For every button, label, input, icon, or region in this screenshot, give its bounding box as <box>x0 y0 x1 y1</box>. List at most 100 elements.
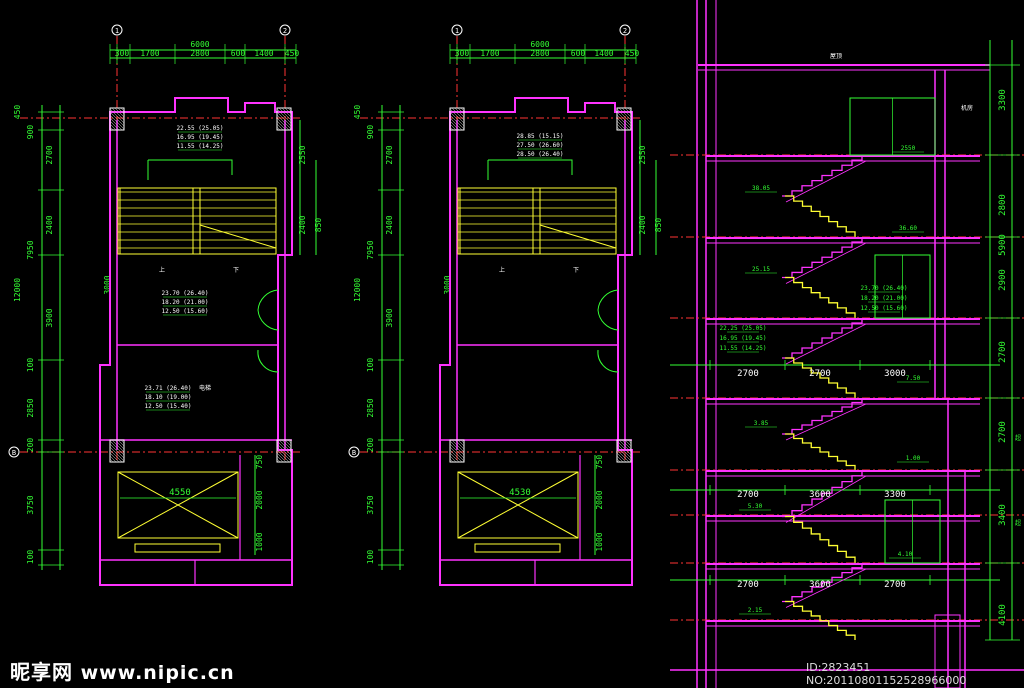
plan-a-left-dim-2: 2700 <box>45 145 54 164</box>
plan-b-column-tl-hatch <box>449 120 460 131</box>
plan-a-left-dim-8: 100 <box>26 358 35 373</box>
section-stair-up-4 <box>782 470 863 518</box>
plan-b-stair-break <box>539 224 617 249</box>
plan-b-column-tl-hatch <box>449 126 454 131</box>
plan-b-axis-bubble-b-label: B <box>352 449 356 457</box>
plan-b-column-bl-hatch <box>449 452 460 463</box>
section-right-dim-5: 2700 <box>998 421 1008 443</box>
plan-a-arrow-up: 上 <box>159 266 165 274</box>
section-level-label-11: 12.50 (15.60) <box>861 305 908 312</box>
plan-b-column-tr-hatch <box>618 107 632 121</box>
plan-a-right-dim-3: 750 <box>255 455 264 470</box>
plan-b-top-dim-5: 1400 <box>594 49 613 58</box>
section-level-label-8: 1.00 <box>906 455 921 462</box>
plan-a-right-dim-5: 1000 <box>255 532 264 551</box>
section-level-label-10: 18.20 (21.00) <box>861 295 908 302</box>
plan-b-level-text-2: 28.50 (26.40) <box>517 151 564 158</box>
watermark-brand: 昵享网 <box>10 660 73 684</box>
plan-a-top-dim-0: 6000 <box>190 40 209 49</box>
plan-a-left-dim-1: 900 <box>26 125 35 140</box>
plan-b-column-br-hatch <box>627 439 632 444</box>
plan-b-top-dim-2: 1700 <box>480 49 499 58</box>
plan-a-column-tl-hatch <box>109 111 125 127</box>
plan-b-outer-wall <box>439 97 633 586</box>
plan-b-level-text-0: 28.85 (15.15) <box>517 133 564 140</box>
plan-b-column-br <box>616 439 632 463</box>
plan-b-axis-bubble-1-label: 1 <box>455 27 459 35</box>
plan-a-outer-wall <box>99 97 293 586</box>
section-level-label-0: 2550 <box>901 145 916 152</box>
plan-a-column-bl-hatch <box>114 439 125 450</box>
plan-b-left-dim-1: 900 <box>366 125 375 140</box>
plan-a-right-dim-1: 2400 <box>298 215 307 234</box>
section-stair-up-0-stringer <box>785 160 867 203</box>
plan-b-column-tl-hatch <box>449 108 465 124</box>
plan-a-column-br-hatch <box>276 458 281 463</box>
plan-b-column-br-hatch <box>616 449 630 463</box>
plan-b-column-bl-hatch <box>460 439 465 444</box>
section-level-label-2: 36.60 <box>899 225 917 232</box>
plan-b-right-dim-2: 850 <box>654 218 663 233</box>
plan-a-column-br-hatch <box>284 439 292 447</box>
section-level-label-4: 22.25 (25.05) <box>720 325 767 332</box>
plan-b-left-dim-10: 200 <box>366 438 375 453</box>
plan-a-column-tl-hatch <box>109 126 114 131</box>
section-stair-up-0 <box>782 155 863 197</box>
plan-b-column-br-hatch <box>624 439 632 447</box>
plan-b-left-dim-11: 3750 <box>366 495 375 514</box>
plan-b-column-tr-hatch <box>627 107 632 112</box>
plan-b-top-dim-3: 2800 <box>530 49 549 58</box>
plan-a-column-bl <box>109 439 125 463</box>
plan-a-left-dim-0: 450 <box>13 105 22 120</box>
plan-b-column-tl <box>449 107 465 131</box>
plan-b-column-tl-hatch <box>460 107 465 112</box>
section-right-dim-2: 5900 <box>998 234 1008 256</box>
plan-a-stair-flight <box>117 187 277 255</box>
plan-a-top-dim-4: 600 <box>231 49 246 58</box>
plan-b-elevator-dim: 4530 <box>509 488 531 498</box>
section-right-dim-4: 2700 <box>998 341 1008 363</box>
plan-b-column-tr-hatch <box>616 126 621 131</box>
plan-a-left-dim-5: 12000 <box>13 278 22 302</box>
plan-b-left-dim-4: 7950 <box>366 240 375 259</box>
plan-a-column-br-hatch <box>276 449 290 463</box>
plan-b-column-br-hatch <box>616 443 632 459</box>
plan-a-column-br-hatch <box>276 455 284 463</box>
plan-b-right-dim-0: 2550 <box>638 145 647 164</box>
plan-b-elevator-shaft <box>457 471 579 539</box>
plan-a-left-dim-3: 2400 <box>45 215 54 234</box>
plan-b-column-bl-hatch <box>449 455 457 463</box>
plan-b-column-tl-hatch <box>449 111 465 127</box>
plan-a-axis-bubble-b-label: B <box>12 449 16 457</box>
section-stair-up-1 <box>782 237 863 279</box>
plan-a-column-bl-hatch <box>109 446 125 462</box>
section-stair-up-2-stringer <box>785 323 867 365</box>
plan-a-walk-line <box>147 159 233 180</box>
plan-a-column-tr-hatch <box>278 107 292 121</box>
plan-a-column-tr-hatch <box>276 111 292 127</box>
plan-b-column-tr-hatch <box>624 107 632 115</box>
plan-a-level-text-2: 11.55 (14.25) <box>177 143 224 150</box>
section-level-label-1: 38.05 <box>752 185 770 192</box>
plan-b-column-tr-hatch <box>616 123 624 131</box>
section-span-0-1: 2700 <box>809 369 831 379</box>
plan-a-column-tr-hatch <box>281 107 292 118</box>
plan-b-top-dim-6: 450 <box>625 49 640 58</box>
plan-b-axis-bubble-1-circle <box>451 24 463 36</box>
plan-a-column-br-hatch <box>276 452 287 463</box>
section-side-mark-1: 超 <box>1015 519 1021 527</box>
plan-a-top-dim-1: 300 <box>115 49 130 58</box>
plan-b-top-dim-0: 6000 <box>530 40 549 49</box>
plan-b-left-dim-5: 12000 <box>353 278 362 302</box>
plan-a-left-dim-9: 2850 <box>26 398 35 417</box>
plan-b-arrow-down: 下 <box>573 267 579 274</box>
section-stair-up-5-stringer <box>785 568 867 608</box>
plan-b-column-tl-hatch <box>449 123 457 131</box>
section-stair-up-5 <box>782 563 863 603</box>
plan-a-column-bl-hatch <box>109 458 114 463</box>
plan-a-column-tr-hatch <box>276 117 290 131</box>
section-span-2-2: 2700 <box>884 580 906 590</box>
plan-a-column-tl-hatch <box>109 108 125 124</box>
plan-a-elevator-cross-2 <box>117 471 239 539</box>
